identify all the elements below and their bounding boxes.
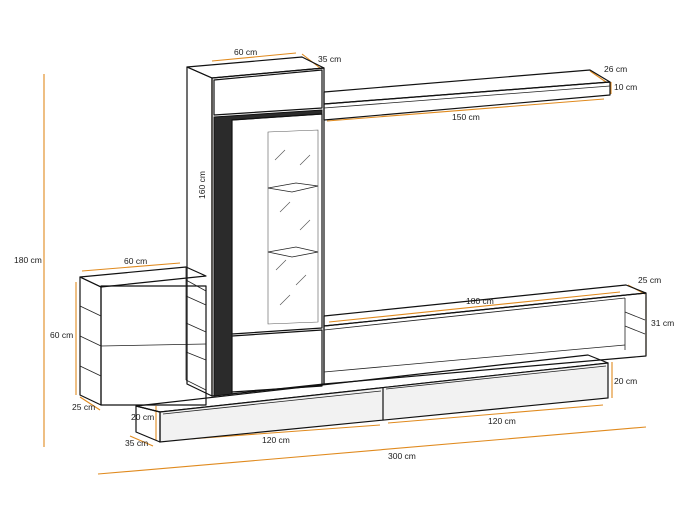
side-open-shelf — [79, 266, 207, 406]
label-top-shelf-width: 150 cm — [452, 112, 480, 122]
dimension-labels: 60 cm 35 cm 160 cm 180 cm 26 cm 10 cm 15… — [14, 47, 674, 461]
label-low-unit-height-right: 20 cm — [614, 376, 637, 386]
label-side-shelf-depth: 25 cm — [72, 402, 95, 412]
top-wall-shelf — [323, 69, 611, 121]
label-tall-width: 60 cm — [234, 47, 257, 57]
label-long-shelf-height: 31 cm — [651, 318, 674, 328]
label-side-shelf-width: 60 cm — [124, 256, 147, 266]
label-total-height: 180 cm — [14, 255, 42, 265]
label-long-shelf-width: 180 cm — [466, 296, 494, 306]
label-tall-depth: 35 cm — [318, 54, 341, 64]
label-side-shelf-height: 60 cm — [50, 330, 73, 340]
label-tall-height: 160 cm — [197, 171, 207, 199]
label-low-unit-depth: 35 cm — [125, 438, 148, 448]
label-long-shelf-depth: 25 cm — [638, 275, 661, 285]
tall-glass-cabinet — [186, 56, 325, 397]
label-low-unit-right-width: 120 cm — [488, 416, 516, 426]
low-tv-unit — [135, 354, 609, 443]
label-low-unit-left-width: 120 cm — [262, 435, 290, 445]
label-top-shelf-height: 10 cm — [614, 82, 637, 92]
label-top-shelf-depth: 26 cm — [604, 64, 627, 74]
label-low-unit-height-left: 20 cm — [131, 412, 154, 422]
label-total-width: 300 cm — [388, 451, 416, 461]
long-open-shelf — [323, 284, 647, 385]
